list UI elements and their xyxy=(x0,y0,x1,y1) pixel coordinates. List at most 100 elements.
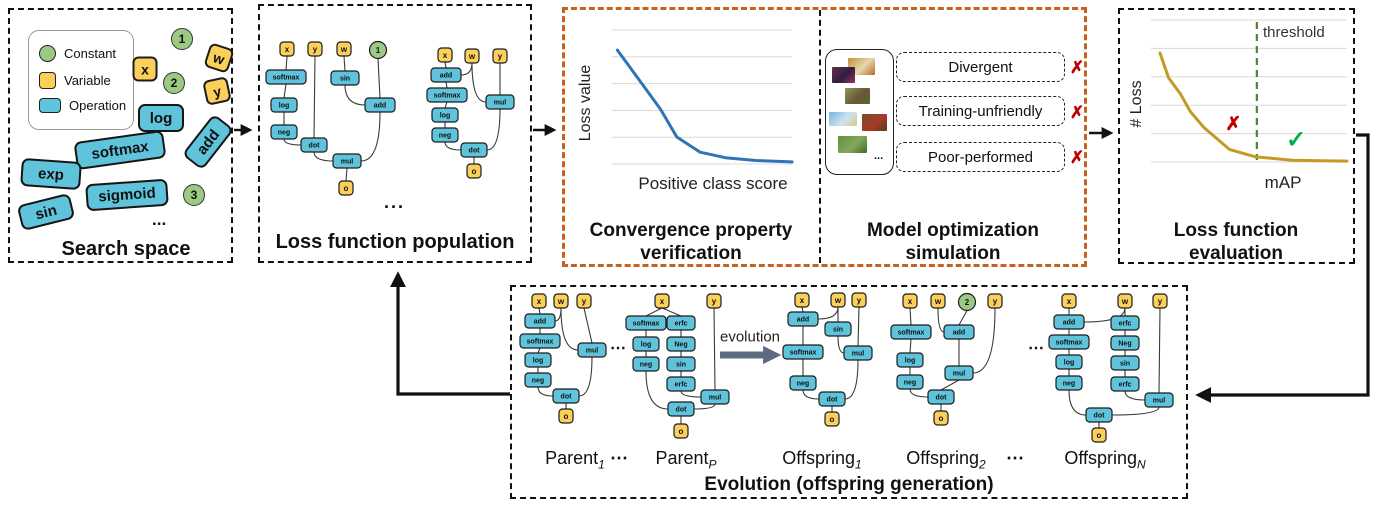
svg-text:mul: mul xyxy=(586,347,599,354)
svg-text:o: o xyxy=(830,415,835,424)
svg-text:x: x xyxy=(537,297,542,306)
edge-y-mul xyxy=(713,307,716,391)
chart-annotation: ✓ xyxy=(1286,127,1306,154)
svg-text:w: w xyxy=(340,45,348,54)
svg-text:softmax: softmax xyxy=(790,349,817,356)
images-ellipsis: ... xyxy=(874,150,884,162)
svg-text:o: o xyxy=(472,167,477,176)
svg-text:x: x xyxy=(1067,297,1072,306)
svg-text:softmax: softmax xyxy=(633,320,660,327)
node-x: x xyxy=(531,293,547,309)
svg-text:log: log xyxy=(641,341,652,348)
parentP-label: ParentP xyxy=(655,448,717,472)
svg-text:y: y xyxy=(993,297,998,306)
node-y: y xyxy=(492,48,508,64)
svg-text:w: w xyxy=(934,297,942,306)
legend-label: Constant xyxy=(64,46,117,61)
node-dot: dot xyxy=(460,142,488,158)
node-add: add xyxy=(1053,314,1085,330)
node-log: log xyxy=(270,97,298,113)
svg-text:dot: dot xyxy=(309,142,321,149)
svg-text:o: o xyxy=(679,427,684,436)
search-token-2: 2 xyxy=(163,72,185,94)
svg-text:x: x xyxy=(800,296,805,305)
svg-text:neg: neg xyxy=(1063,380,1075,387)
svg-text:dot: dot xyxy=(561,393,573,400)
node-log: log xyxy=(896,352,924,368)
evaluation-xlabel: mAP xyxy=(1264,173,1302,192)
edge-neg-dot xyxy=(537,386,554,397)
node-w: w xyxy=(830,292,846,308)
svg-text:y: y xyxy=(582,297,587,306)
edge-w-mul xyxy=(560,307,579,351)
edge-y-mul xyxy=(972,307,996,374)
svg-text:x: x xyxy=(660,297,665,306)
svg-text:o: o xyxy=(344,184,349,193)
edge-sin-mul xyxy=(837,335,845,354)
svg-text:softmax: softmax xyxy=(898,329,925,336)
svg-text:softmax: softmax xyxy=(434,92,461,99)
node-dot: dot xyxy=(300,137,328,153)
edge-neg-dot xyxy=(283,138,302,146)
node-y: y xyxy=(1152,293,1168,309)
edge-neg-dot xyxy=(909,388,929,398)
panel-divider xyxy=(819,10,821,263)
node-o: o xyxy=(824,411,840,427)
svg-text:2: 2 xyxy=(965,298,970,307)
sample-image-thumbnail xyxy=(832,67,855,83)
svg-text:mul: mul xyxy=(852,350,865,357)
search-token-3: 3 xyxy=(183,184,205,206)
node-w: w xyxy=(336,41,352,57)
node-o: o xyxy=(933,410,949,426)
node-dot: dot xyxy=(818,391,846,407)
node-add: add xyxy=(364,97,396,113)
search-space-title: Search space xyxy=(61,238,191,260)
legend-item-constant: Constant xyxy=(39,45,116,62)
svg-text:y: y xyxy=(712,297,717,306)
node-dot: dot xyxy=(667,401,695,417)
legend-label: Operation xyxy=(69,98,127,113)
svg-text:w: w xyxy=(834,296,842,305)
edge-w-add xyxy=(554,307,562,322)
legend-label: Variable xyxy=(64,73,111,88)
svg-text:erfc: erfc xyxy=(1119,320,1132,327)
convergence-xlabel: Positive class score xyxy=(638,174,788,193)
edge-sin-add xyxy=(344,84,366,106)
svg-text:log: log xyxy=(905,357,916,364)
search-token-y: y xyxy=(202,76,232,106)
edge-mul-o xyxy=(345,167,348,182)
sample-image-thumbnail xyxy=(838,136,867,153)
edge-neg-dot xyxy=(444,141,462,151)
edge-x-softmax xyxy=(645,307,663,317)
search-ellipsis: ... xyxy=(152,210,167,229)
node-mul: mul xyxy=(700,389,730,405)
node-mul: mul xyxy=(332,153,362,169)
svg-text:y: y xyxy=(857,296,862,305)
reject-cross-icon: ✗ xyxy=(1069,148,1085,167)
edge-softmax-log xyxy=(283,83,287,99)
edge-neg-dot xyxy=(802,389,820,400)
node-w: w xyxy=(1117,293,1133,309)
offspring-mid-dots: ⋯ xyxy=(1028,340,1044,357)
node-x: x xyxy=(437,47,453,63)
svg-text:softmax: softmax xyxy=(1056,339,1083,346)
evaluation-title: Loss function evaluation xyxy=(1173,220,1299,264)
convergence-ylabel: Loss value xyxy=(577,64,594,142)
svg-text:mul: mul xyxy=(341,158,354,165)
population-panel xyxy=(258,4,532,263)
node-neg: neg xyxy=(896,374,924,390)
node-mul: mul xyxy=(577,342,607,358)
svg-text:add: add xyxy=(534,318,546,325)
node-neg: neg xyxy=(270,124,298,140)
convergence-chart xyxy=(612,29,794,165)
sample-image-thumbnail xyxy=(862,114,887,131)
sample-image-thumbnail xyxy=(845,88,870,104)
node-mul: mul xyxy=(485,94,515,110)
node-w: w xyxy=(553,293,569,309)
